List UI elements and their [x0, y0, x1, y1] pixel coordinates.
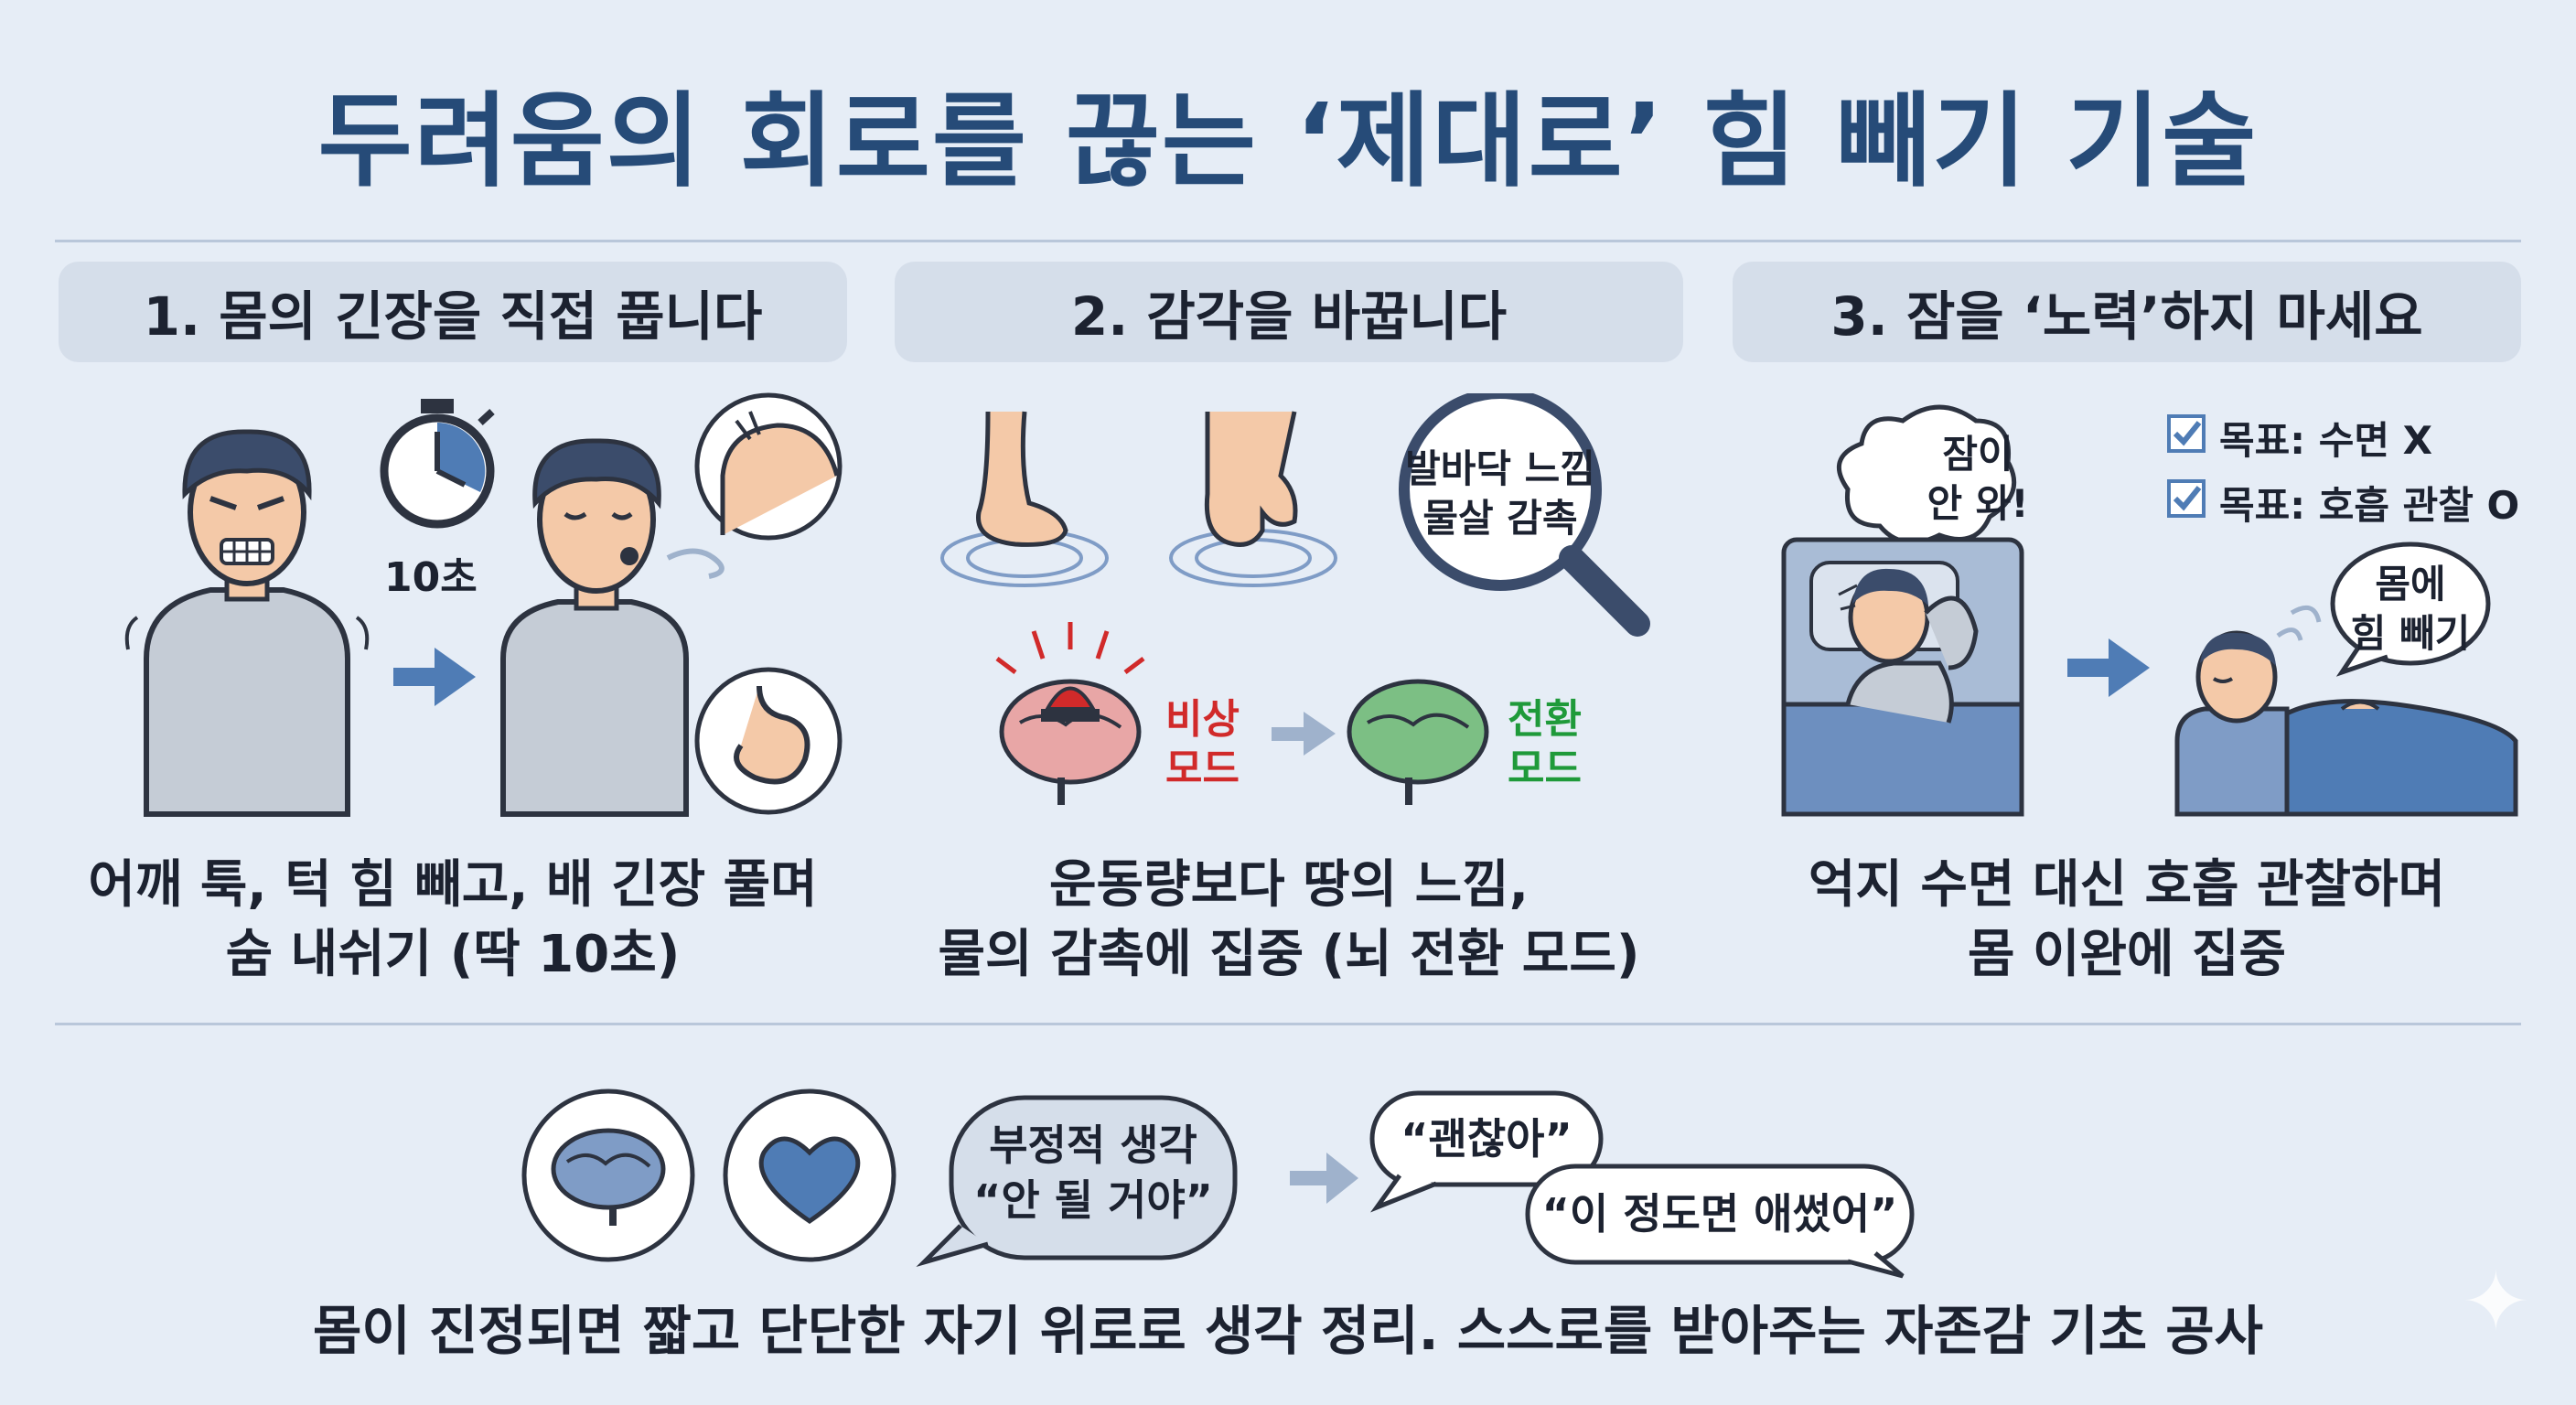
- section-1-caption: 어깨 툭, 턱 힘 빼고, 배 긴장 풀며 숨 내쉬기 (딱 10초): [59, 851, 847, 990]
- checkbox-checked-icon: [2166, 413, 2206, 463]
- arrow-right-icon: [393, 648, 476, 706]
- negative-thought-line1: 부정적 생각: [989, 1121, 1197, 1170]
- emergency-mode-label: 비상 모드: [1165, 695, 1240, 794]
- thought-bubble-text: 잠이 안 와!: [1905, 430, 2051, 529]
- footer-caption: 몸이 진정되면 짧고 단단한 자기 위로로 생각 정리. 스스로를 받아주는 자…: [313, 1300, 2263, 1362]
- negative-thought-line2: “안 될 거야”: [973, 1175, 1213, 1225]
- thought-bubble-line2: 안 와!: [1927, 481, 2029, 526]
- heart-icon: [723, 1089, 896, 1262]
- magnifier-icon: [1399, 393, 1650, 637]
- bottom-illustration: [521, 1089, 1915, 1279]
- brain-icon: [521, 1089, 695, 1262]
- section-2-illustration: [940, 393, 1650, 805]
- arrow-right-icon: [1272, 712, 1336, 756]
- foot-icon: [940, 411, 1109, 587]
- positive-text-1: “괜찮아”: [1401, 1114, 1572, 1164]
- goal-item: 목표: 호흡 관찰 O: [2166, 475, 2519, 531]
- relaxed-person-icon: [500, 438, 724, 817]
- section-2-heading: 2. 감각을 바꿉니다: [895, 262, 1683, 362]
- stomach-icon: [694, 667, 843, 815]
- relax-bubble-line2: 힘 빼기: [2350, 611, 2471, 656]
- checkbox-checked-icon: [2166, 478, 2206, 528]
- goal-sleep: 목표: 수면 X: [2219, 418, 2432, 463]
- emergency-brain-icon: [995, 622, 1145, 805]
- title-divider: [55, 240, 2521, 242]
- relax-bubble-line1: 몸에: [2375, 562, 2446, 606]
- sparkle-icon: ✦: [2461, 1254, 2530, 1350]
- negative-thought-text: 부정적 생각 “안 될 거야”: [951, 1118, 1235, 1228]
- emergency-mode-line1: 비상: [1165, 696, 1240, 743]
- section-2-caption-line1: 운동량보다 땅의 느낌,: [1049, 855, 1529, 915]
- section-3-caption-line2: 몸 이완에 집중: [1967, 925, 2287, 984]
- timer-label: 10초: [384, 554, 478, 601]
- magnifier-text-line2: 물살 감촉: [1422, 496, 1578, 541]
- arrow-right-icon: [1290, 1153, 1358, 1204]
- magnifier-text-line1: 발바닥 느낌: [1405, 446, 1595, 491]
- tense-person-icon: [124, 429, 370, 817]
- relax-bubble-text: 몸에 힘 빼기: [2337, 560, 2484, 659]
- thought-bubble-line1: 잠이: [1942, 432, 2013, 477]
- positive-bubble-icon: [1369, 1090, 1604, 1213]
- shoulder-icon: [694, 392, 843, 541]
- section-3-caption: 억지 수면 대신 호흡 관찰하며 몸 이완에 집중: [1733, 851, 2521, 990]
- goal-item: 목표: 수면 X: [2166, 410, 2519, 466]
- section-divider: [55, 1023, 2521, 1025]
- emergency-mode-line2: 모드: [1165, 745, 1240, 792]
- switch-mode-label: 전환 모드: [1508, 695, 1582, 794]
- magnifier-text: 발바닥 느낌 물살 감촉: [1401, 445, 1599, 543]
- section-1-illustration: [124, 392, 843, 817]
- section-3-heading: 3. 잠을 ‘노력’하지 마세요: [1733, 262, 2521, 362]
- section-2-caption: 운동량보다 땅의 느낌, 물의 감촉에 집중 (뇌 전환 모드): [895, 851, 1683, 990]
- section-3-caption-line1: 억지 수면 대신 호흡 관찰하며: [1808, 855, 2446, 915]
- switch-mode-line2: 모드: [1508, 745, 1582, 792]
- section-1-heading: 1. 몸의 긴장을 직접 풉니다: [59, 262, 847, 362]
- goal-list: 목표: 수면 X 목표: 호흡 관찰 O: [2166, 410, 2519, 531]
- stopwatch-icon: [380, 399, 495, 529]
- section-1-caption-line2: 숨 내쉬기 (딱 10초): [225, 925, 681, 984]
- page-title: 두려움의 회로를 끊는 ‘제대로’ 힘 빼기 기술: [317, 82, 2259, 201]
- switch-mode-line1: 전환: [1508, 696, 1582, 743]
- relaxed-sleeper-icon: [2174, 605, 2518, 817]
- arrow-right-icon: [2067, 638, 2150, 697]
- switch-brain-icon: [1347, 679, 1489, 805]
- section-2-caption-line2: 물의 감촉에 집중 (뇌 전환 모드): [938, 925, 1640, 984]
- hand-icon: [1169, 411, 1337, 587]
- negative-thought-bubble-icon: [916, 1095, 1238, 1268]
- positive-text-2: “이 정도면 애썼어”: [1541, 1189, 1898, 1239]
- speech-bubble-icon: [2330, 542, 2491, 677]
- awake-in-bed-icon: [1781, 537, 2024, 817]
- section-1-caption-line1: 어깨 툭, 턱 힘 빼고, 배 긴장 풀며: [88, 855, 818, 915]
- section-3-illustration: [1781, 404, 2518, 817]
- positive-bubble-icon: [1525, 1164, 1915, 1279]
- goal-breath: 목표: 호흡 관찰 O: [2219, 483, 2520, 528]
